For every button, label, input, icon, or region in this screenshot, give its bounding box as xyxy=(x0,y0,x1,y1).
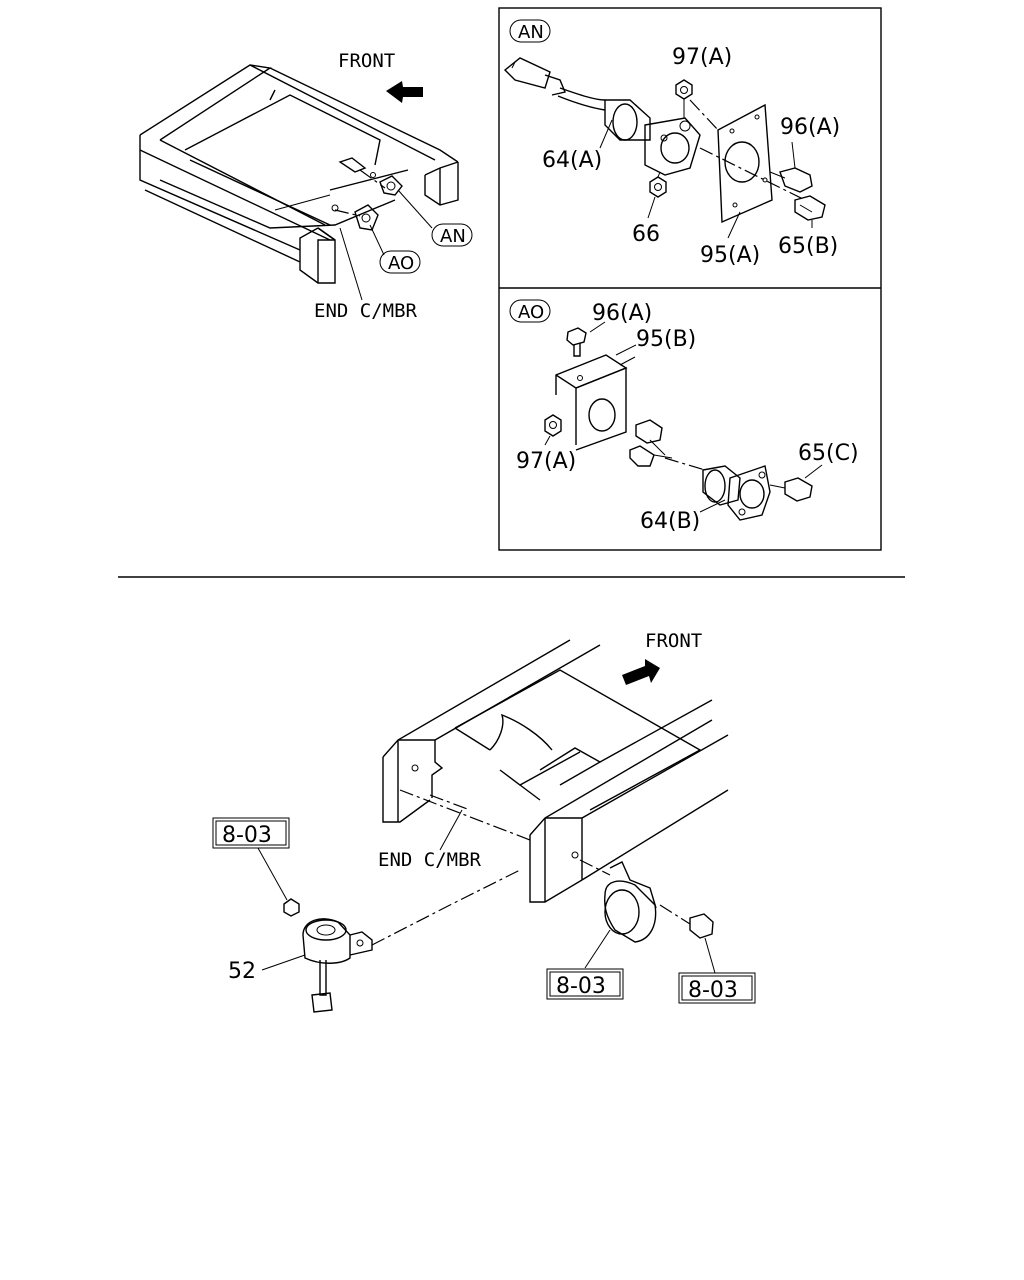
ref-box-3: 8-03 xyxy=(678,972,756,1004)
svg-text:AO: AO xyxy=(518,302,544,323)
detail-an: AN xyxy=(503,19,840,268)
part-97a-label-ao: 97(A) xyxy=(516,449,576,474)
ref-box-2: 8-03 xyxy=(546,968,624,1000)
part-96a-label: 96(A) xyxy=(780,115,840,140)
svg-text:AO: AO xyxy=(388,253,414,274)
end-member-label-bottom: END C/MBR xyxy=(378,849,482,871)
callout-ao: AO xyxy=(379,250,421,274)
part-52-label: 52 xyxy=(228,959,256,984)
part-64b-label: 64(B) xyxy=(640,509,700,534)
part-96a-label-ao: 96(A) xyxy=(592,301,652,326)
svg-text:AN: AN xyxy=(440,226,466,247)
front-label-bottom: FRONT xyxy=(645,630,702,652)
top-overview-frame xyxy=(139,64,459,301)
part-66-label: 66 xyxy=(632,222,660,247)
part-65b-label: 65(B) xyxy=(778,234,838,259)
front-label: FRONT xyxy=(338,50,395,72)
ref-box-1: 8-03 xyxy=(212,817,290,849)
detail-frame xyxy=(498,7,882,551)
part-65c-label: 65(C) xyxy=(798,441,859,466)
detail-ao: AO 96(A) 95(B) xyxy=(509,299,859,534)
part-64a-label: 64(A) xyxy=(542,148,602,173)
svg-text:AN: AN xyxy=(518,22,544,43)
bottom-frame xyxy=(257,639,729,1013)
part-97a-label: 97(A) xyxy=(672,45,732,70)
front-arrow-icon-bottom xyxy=(622,659,660,685)
svg-text:8-03: 8-03 xyxy=(222,823,272,848)
svg-text:8-03: 8-03 xyxy=(556,974,606,999)
part-95b-label: 95(B) xyxy=(636,327,696,352)
svg-text:8-03: 8-03 xyxy=(688,978,738,1003)
part-95a-label: 95(A) xyxy=(700,243,760,268)
end-member-label: END C/MBR xyxy=(314,300,418,322)
callout-an: AN xyxy=(431,223,473,247)
front-arrow-icon xyxy=(386,81,423,103)
